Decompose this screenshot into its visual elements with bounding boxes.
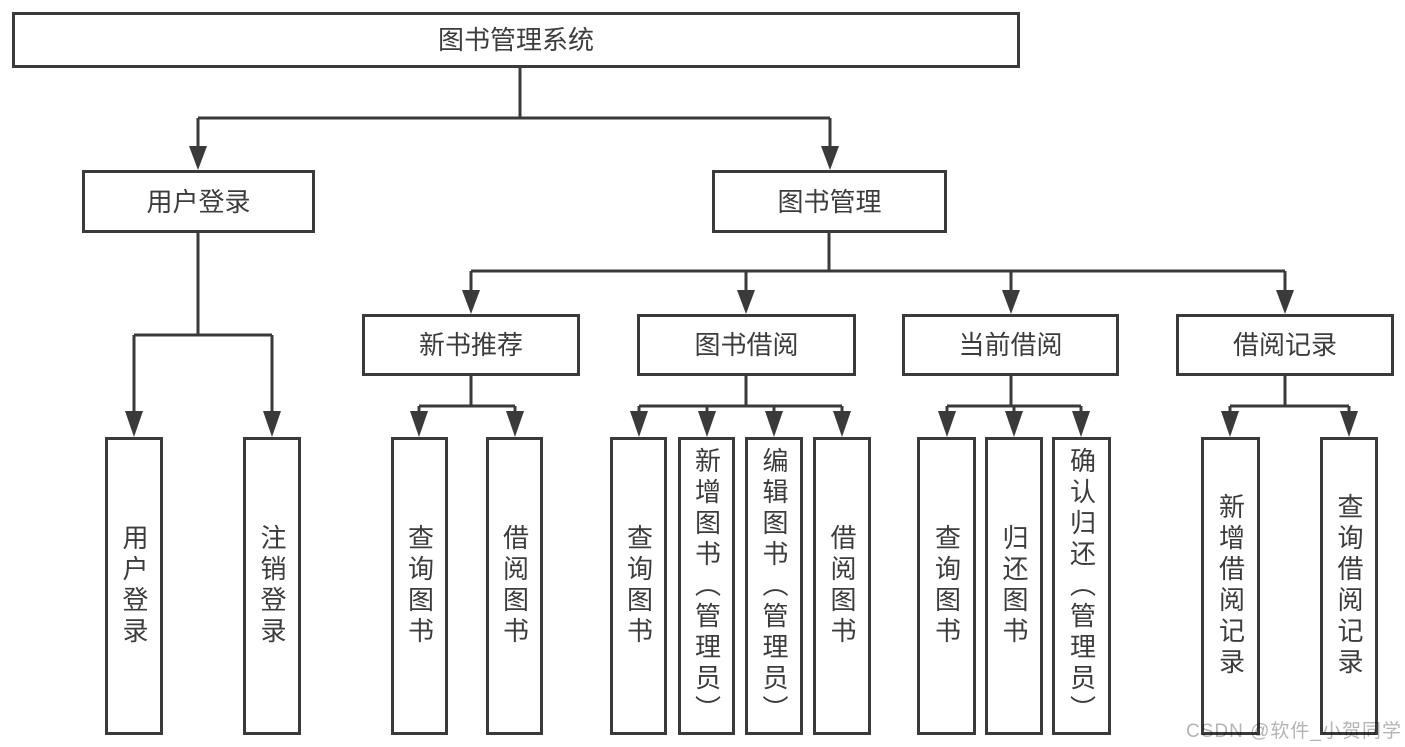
leaf-borrowing-query-books: 查询图书 — [610, 437, 667, 735]
arrowheads-level3 — [462, 290, 1294, 314]
arrowheads-user-login — [125, 411, 281, 437]
connector-user-login — [132, 233, 274, 413]
leaf-current-confirm-return-admin: 确认归还（管理员） — [1052, 437, 1111, 735]
arrowheads-book-borrowing — [630, 411, 851, 437]
connector-book-borrowing — [637, 376, 844, 413]
node-user-login: 用户登录 — [82, 170, 315, 233]
connector-root — [196, 68, 832, 150]
node-borrowing-records: 借阅记录 — [1176, 314, 1394, 376]
node-library-system: 图书管理系统 — [12, 12, 1020, 68]
leaf-logout: 注销登录 — [243, 437, 301, 735]
leaf-user-login: 用户登录 — [105, 437, 163, 735]
arrowheads-current-borrowing — [938, 411, 1090, 437]
connector-current-borrowing — [945, 376, 1083, 413]
leaf-current-query-books: 查询图书 — [917, 437, 976, 735]
leaf-borrowing-add-books-admin: 新增图书（管理员） — [678, 437, 735, 735]
leaf-records-query-record: 查询借阅记录 — [1320, 437, 1378, 735]
arrowheads-new-book — [410, 411, 524, 437]
leaf-borrowing-edit-books-admin: 编辑图书（管理员） — [745, 437, 803, 735]
connector-book-management — [469, 233, 1287, 296]
leaf-newbook-query-books: 查询图书 — [391, 437, 448, 735]
leaf-current-return-books: 归还图书 — [985, 437, 1043, 735]
leaf-records-add-record: 新增借阅记录 — [1201, 437, 1260, 735]
node-book-borrowing: 图书借阅 — [637, 314, 856, 376]
connector-new-book — [417, 376, 517, 413]
csdn-watermark: CSDN @软件_小贺同学 — [1186, 721, 1402, 742]
node-book-management: 图书管理 — [712, 170, 947, 233]
leaf-newbook-borrow-books: 借阅图书 — [486, 437, 543, 735]
node-new-book-recommend: 新书推荐 — [362, 314, 580, 376]
leaf-borrowing-borrow-books: 借阅图书 — [813, 437, 871, 735]
node-current-borrowing: 当前借阅 — [902, 314, 1119, 376]
arrowheads-borrowing-records — [1221, 411, 1358, 437]
connector-borrowing-records — [1228, 376, 1351, 413]
arrowheads-level2 — [189, 146, 839, 170]
